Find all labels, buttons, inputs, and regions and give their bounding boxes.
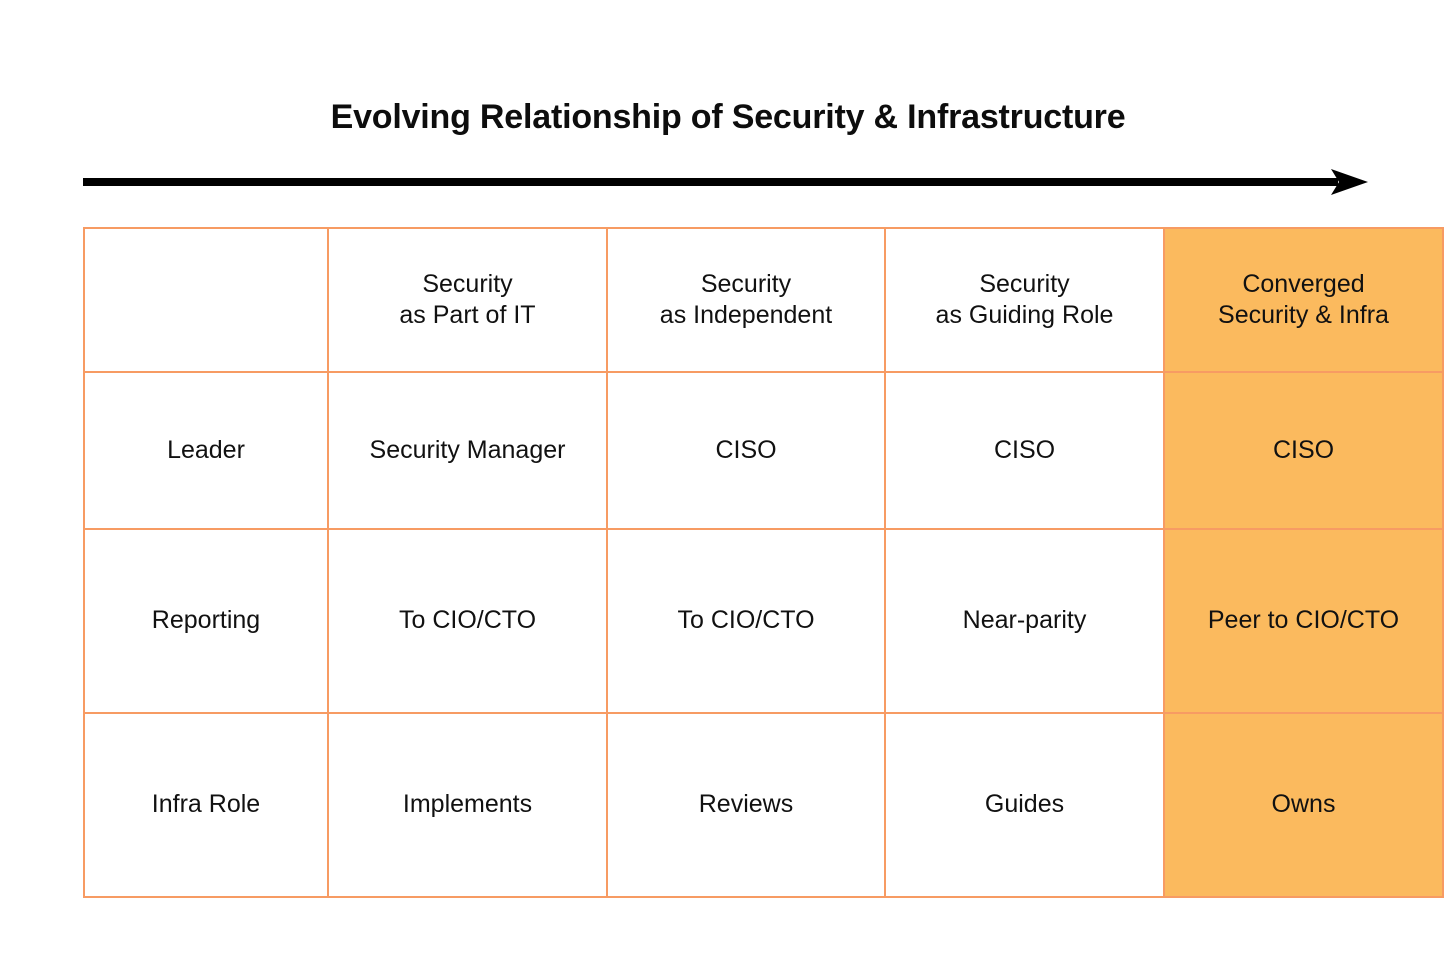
header-line-2: as Independent (659, 301, 833, 329)
header-line-1: Security (422, 269, 513, 298)
cell-leader-security-as-independent: CISO (606, 371, 886, 530)
row-label-infra-role: Infra Role (83, 712, 329, 898)
cell-infra-role-security-as-independent: Reviews (606, 712, 886, 898)
table-row: Leader Security Manager CISO CISO CISO (83, 371, 1444, 530)
header-cell-security-as-guiding-role: Security as Guiding Role (884, 227, 1165, 373)
cell-infra-role-converged: Owns (1163, 712, 1444, 898)
cell-leader-security-as-guiding-role: CISO (884, 371, 1165, 530)
maturity-matrix-table: Security as Part of IT Security as Indep… (83, 227, 1444, 898)
table-row: Reporting To CIO/CTO To CIO/CTO Near-par… (83, 528, 1444, 714)
cell-leader-converged: CISO (1163, 371, 1444, 530)
row-label-leader: Leader (83, 371, 329, 530)
table-row: Infra Role Implements Reviews Guides Own… (83, 712, 1444, 898)
cell-reporting-security-as-part-of-it: To CIO/CTO (327, 528, 608, 714)
progression-arrow (83, 163, 1373, 203)
cell-infra-role-security-as-guiding-role: Guides (884, 712, 1165, 898)
cell-reporting-security-as-guiding-role: Near-parity (884, 528, 1165, 714)
row-label-reporting: Reporting (83, 528, 329, 714)
page-title: Evolving Relationship of Security & Infr… (330, 98, 1126, 136)
header-line-1: Security (979, 269, 1070, 298)
right-arrow-icon (83, 169, 1368, 195)
cell-leader-security-as-part-of-it: Security Manager (327, 371, 608, 530)
cell-infra-role-security-as-part-of-it: Implements (327, 712, 608, 898)
header-line-2: as Guiding Role (935, 301, 1114, 329)
table-header-row: Security as Part of IT Security as Indep… (83, 227, 1444, 373)
header-cell-security-as-part-of-it: Security as Part of IT (327, 227, 608, 373)
header-cell-converged-security-and-infra: Converged Security & Infra (1163, 227, 1444, 373)
header-line-1: Converged (1242, 269, 1365, 298)
header-line-2: as Part of IT (399, 301, 536, 329)
header-line-1: Security (700, 269, 792, 298)
header-corner-cell (83, 227, 329, 373)
header-cell-security-as-independent: Security as Independent (606, 227, 886, 373)
cell-reporting-security-as-independent: To CIO/CTO (606, 528, 886, 714)
cell-reporting-converged: Peer to CIO/CTO (1163, 528, 1444, 714)
header-line-2: Security & Infra (1218, 301, 1389, 329)
